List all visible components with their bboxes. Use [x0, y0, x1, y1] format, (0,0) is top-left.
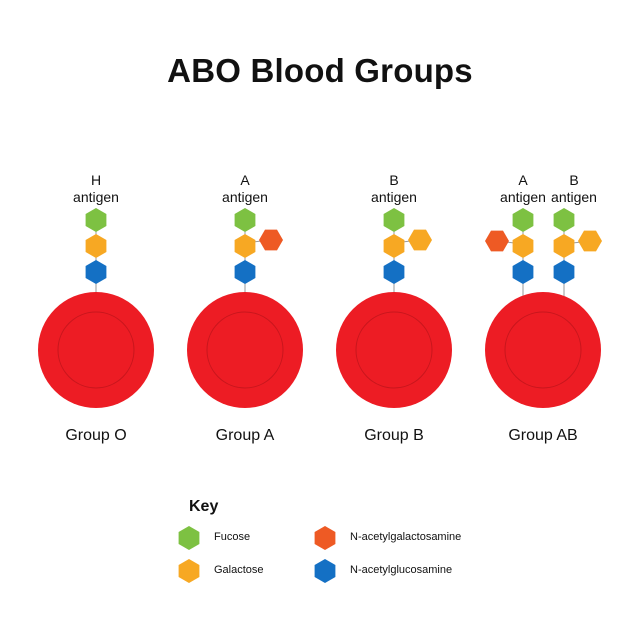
group-label-ab: Group AB [508, 427, 578, 444]
galactose-key-icon [178, 559, 200, 583]
key-title: Key [189, 498, 219, 515]
group-label-o: Group O [65, 427, 127, 444]
antigen-label-ab-a: A antigen [478, 172, 568, 206]
antigen-word: antigen [551, 189, 597, 205]
galactose-hexagon [234, 234, 256, 258]
antigen-word: antigen [73, 189, 119, 205]
antigen-letter: A [240, 172, 250, 188]
fucose-hexagon [234, 208, 256, 232]
key-label-n-acetylglucosamine: N-acetylglucosamine [350, 564, 453, 576]
n-acetylglucosamine-hexagon [512, 260, 534, 284]
fucose-hexagon [553, 208, 575, 232]
n-acetylgalactosamine-hexagon [485, 230, 509, 252]
page-title: ABO Blood Groups [167, 52, 473, 89]
antigen-word: antigen [500, 189, 546, 205]
group-o [38, 208, 154, 408]
antigen-letter: B [389, 172, 399, 188]
n-acetylgalactosamine-key-icon [314, 526, 336, 550]
group-label-b: Group B [364, 427, 424, 444]
antigen-letter: A [518, 172, 528, 188]
key-label-n-acetylgalactosamine: N-acetylgalactosamine [350, 531, 462, 543]
antigen-label-ab-b: B antigen [529, 172, 619, 206]
antigen-word: antigen [371, 189, 417, 205]
galactose-hexagon [408, 229, 432, 251]
cell-inner-ring [206, 311, 284, 389]
antigen-label-h: H antigen [51, 172, 141, 206]
red-blood-cell [187, 292, 303, 408]
galactose-hexagon [383, 234, 405, 258]
cell-inner-ring [504, 311, 582, 389]
group-b [336, 208, 452, 408]
n-acetylglucosamine-hexagon [234, 260, 256, 284]
fucose-hexagon [85, 208, 107, 232]
key-label-galactose: Galactose [214, 564, 264, 576]
group-ab [485, 208, 602, 408]
antigen-word: antigen [222, 189, 268, 205]
n-acetylglucosamine-hexagon [553, 260, 575, 284]
red-blood-cell [38, 292, 154, 408]
red-blood-cell [336, 292, 452, 408]
red-blood-cell [485, 292, 601, 408]
fucose-hexagon [383, 208, 405, 232]
fucose-hexagon [512, 208, 534, 232]
antigen-letter: B [569, 172, 579, 188]
galactose-hexagon [85, 234, 107, 258]
galactose-hexagon [512, 234, 534, 258]
fucose-key-icon [178, 526, 200, 550]
group-a [187, 208, 303, 408]
key-label-fucose: Fucose [214, 531, 251, 543]
n-acetylglucosamine-key-icon [314, 559, 336, 583]
galactose-hexagon [553, 234, 575, 258]
antigen-label-b: B antigen [349, 172, 439, 206]
n-acetylglucosamine-hexagon [85, 260, 107, 284]
antigen-label-a: A antigen [200, 172, 290, 206]
cell-inner-ring [57, 311, 135, 389]
group-label-a: Group A [215, 427, 275, 444]
n-acetylglucosamine-hexagon [383, 260, 405, 284]
galactose-hexagon [578, 230, 602, 252]
antigen-letter: H [90, 172, 102, 188]
cell-inner-ring [355, 311, 433, 389]
n-acetylgalactosamine-hexagon [259, 229, 283, 251]
